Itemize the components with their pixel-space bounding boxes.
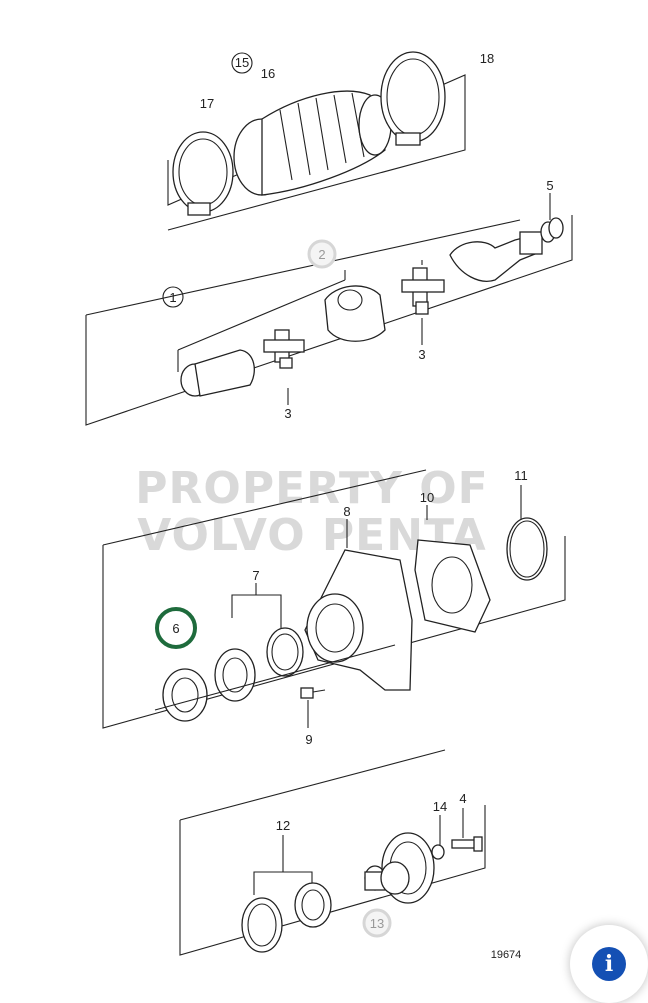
callout-17[interactable]: 17: [200, 96, 214, 111]
callout-13[interactable]: 13: [362, 908, 392, 938]
callout-18[interactable]: 18: [480, 51, 494, 66]
o-rings-5[interactable]: [540, 217, 564, 243]
svg-text:6: 6: [172, 621, 179, 636]
callout-11[interactable]: 11: [514, 468, 528, 483]
callout-10[interactable]: 10: [420, 490, 434, 505]
washer-14[interactable]: [431, 844, 445, 860]
info-icon: i: [592, 947, 626, 981]
screw-9[interactable]: [300, 687, 326, 728]
svg-text:13: 13: [370, 916, 384, 931]
gasket-10[interactable]: [414, 539, 491, 633]
clamp-17[interactable]: [172, 131, 234, 216]
yoke-right-shaft[interactable]: [449, 231, 543, 282]
sleeve-13[interactable]: [364, 865, 386, 891]
cross-joint-3-right[interactable]: [401, 267, 445, 315]
callout-6-highlighted[interactable]: 6: [155, 607, 197, 649]
cross-joint-3-left[interactable]: [263, 329, 305, 369]
bolt-4[interactable]: [451, 836, 483, 852]
callout-3-left[interactable]: 3: [284, 406, 291, 421]
bearing-cone-12[interactable]: [294, 882, 332, 928]
bellows-16[interactable]: [233, 90, 392, 196]
gear[interactable]: [380, 832, 435, 904]
svg-text:2: 2: [318, 247, 325, 262]
info-button[interactable]: i: [570, 925, 648, 1003]
bellows-group: [167, 51, 466, 231]
housing-group: [102, 469, 566, 729]
center-yoke[interactable]: [324, 285, 386, 342]
callout-2[interactable]: 2: [307, 239, 337, 269]
clamp-18[interactable]: [380, 51, 446, 146]
seal-6[interactable]: [162, 668, 208, 722]
gear-group: [179, 749, 486, 956]
o-ring-11[interactable]: [506, 517, 548, 581]
callout-5[interactable]: 5: [546, 178, 553, 193]
callout-15[interactable]: 15: [231, 52, 253, 74]
callout-16[interactable]: 16: [261, 66, 275, 81]
shaft-group: [85, 193, 573, 426]
yoke-left[interactable]: [180, 349, 255, 397]
callout-8[interactable]: 8: [343, 504, 350, 519]
bearing-cup-12[interactable]: [241, 897, 283, 953]
bearing-7[interactable]: [214, 627, 304, 702]
callout-12[interactable]: 12: [276, 818, 290, 833]
housing-8[interactable]: [304, 549, 413, 691]
drawing-number: 19674: [491, 949, 522, 961]
svg-text:15: 15: [235, 55, 249, 70]
callout-1[interactable]: 1: [162, 286, 184, 308]
callout-4[interactable]: 4: [459, 791, 466, 806]
callout-14[interactable]: 14: [433, 799, 447, 814]
callout-3-right[interactable]: 3: [418, 347, 425, 362]
callout-7[interactable]: 7: [252, 568, 259, 583]
callout-9[interactable]: 9: [305, 732, 312, 747]
watermark-line-1: PROPERTY OF: [135, 463, 488, 514]
svg-text:1: 1: [169, 290, 176, 305]
